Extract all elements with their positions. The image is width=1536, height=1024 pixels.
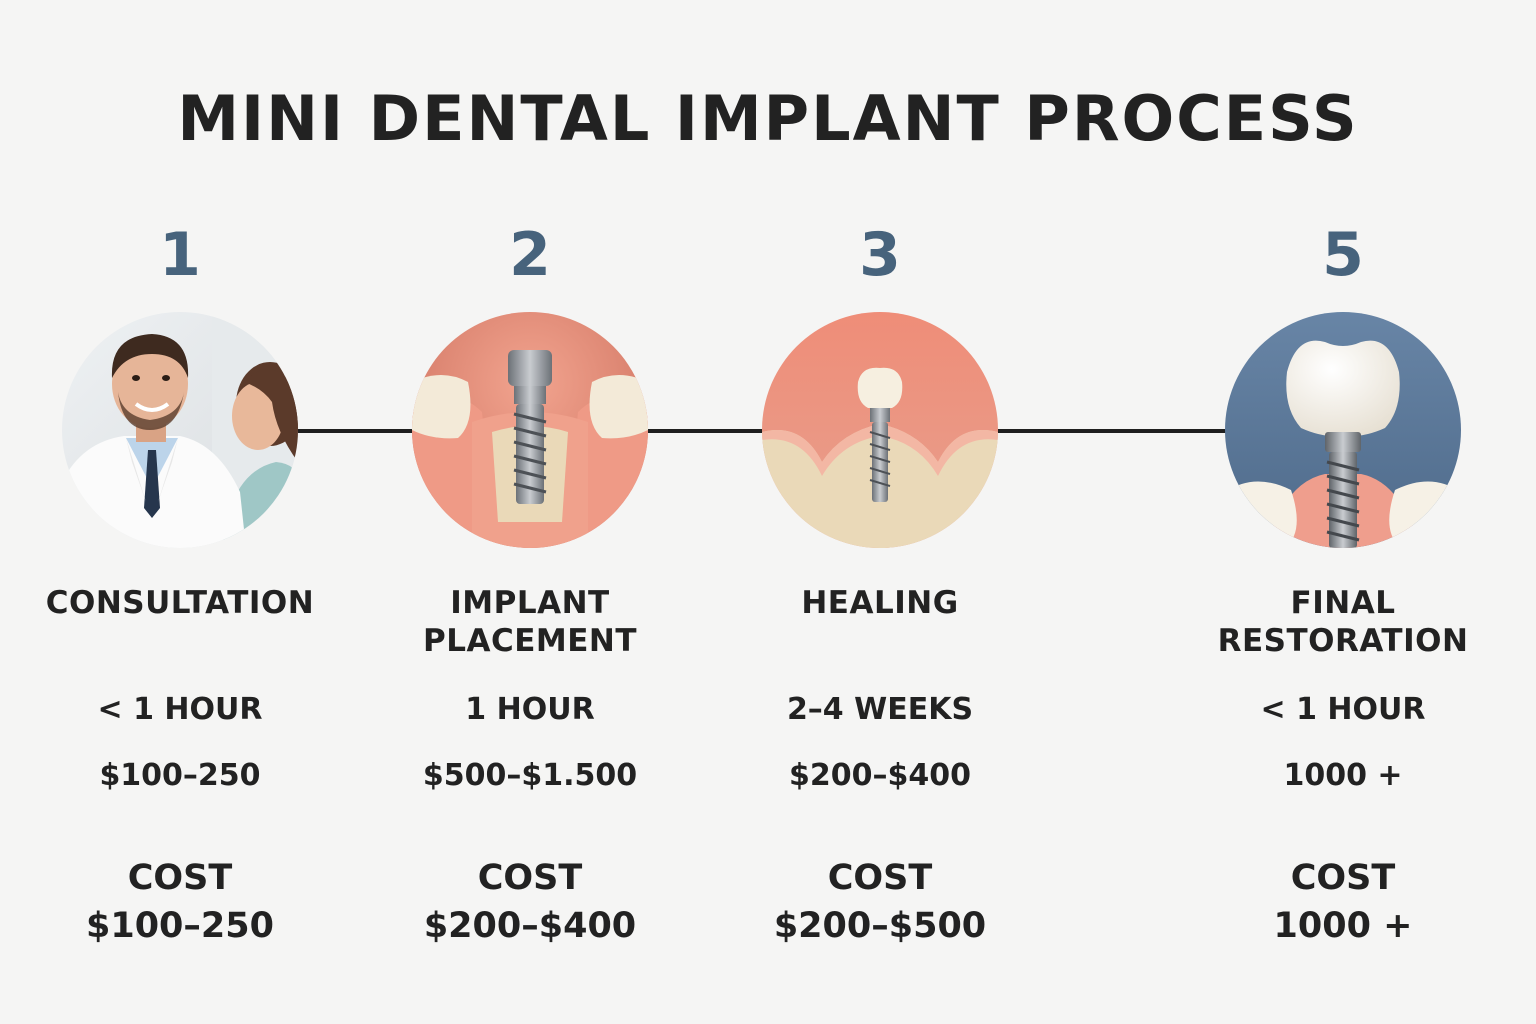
healing-illustration [762,312,998,548]
step-price: $200–$400 [789,758,971,793]
final-restoration-illustration [1225,312,1461,548]
process-step-2: 2 [350,0,710,1024]
step-cost-label: COST [127,858,233,898]
step-number: 3 [859,220,901,290]
step-cost-value: $200–$400 [423,906,637,946]
step-cost-label: COST [1290,858,1396,898]
step-title: HEALING [801,585,959,621]
consultation-photo [62,312,298,548]
step-price: 1000 + [1283,758,1403,793]
step-price: $100–250 [99,758,261,793]
page-title: MINI DENTAL IMPLANT PROCESS [177,82,1359,155]
step-title: CONSULTATION [45,585,315,621]
step-cost-value: 1000 + [1273,906,1413,946]
step-duration: < 1 HOUR [97,692,263,727]
step-number: 1 [159,220,201,290]
step-cost-label: COST [827,858,933,898]
step-cost-label: COST [477,858,583,898]
process-step-1: 1 [0,0,360,1024]
step-duration: 2–4 WEEKS [786,692,974,727]
step-duration: < 1 HOUR [1260,692,1426,727]
process-step-5: 5 [1163,0,1523,1024]
process-step-3: 3 [700,0,1060,1024]
step-price: $500–$1.500 [422,758,638,793]
step-number: 5 [1322,220,1364,290]
implant-placement-illustration [412,312,648,548]
step-number: 2 [509,220,551,290]
step-duration: 1 HOUR [465,692,595,727]
step-cost-value: $100–250 [86,906,274,946]
step-cost-value: $200–$500 [773,906,987,946]
